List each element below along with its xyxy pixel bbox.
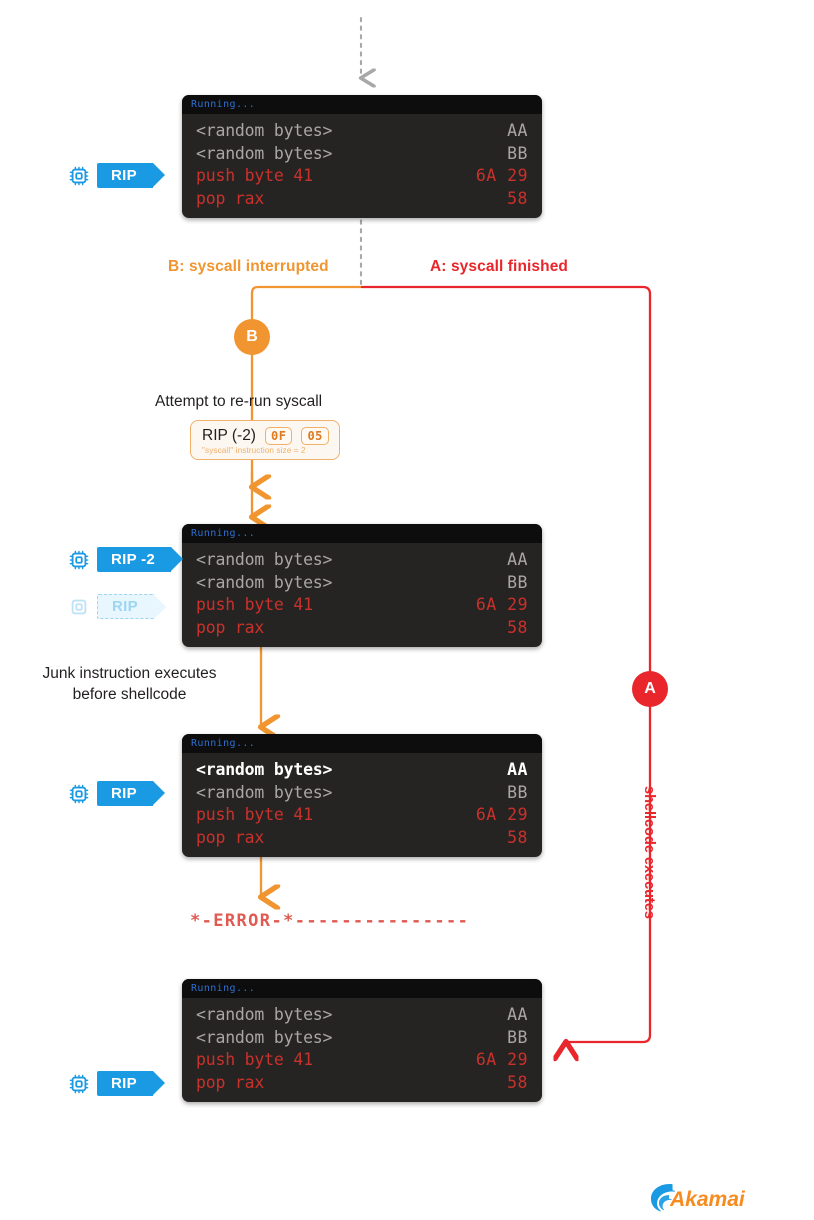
code-hex: AA — [507, 1005, 528, 1024]
code-hex: AA — [507, 550, 528, 569]
badge-b: B — [234, 319, 270, 355]
hex-byte-0f: 0F — [264, 427, 293, 445]
code-hex: AA — [507, 121, 528, 140]
badge-a: A — [632, 671, 668, 707]
code-hex: 6A 29 — [475, 805, 528, 825]
code-instruction: <random bytes> — [196, 550, 333, 569]
cpu-chip-icon — [68, 783, 90, 805]
terminal-junk-executes: Running... <random bytes> AA <random byt… — [182, 734, 542, 858]
code-row: <random bytes> BB — [196, 143, 528, 166]
code-hex: 6A 29 — [475, 166, 528, 186]
cpu-chip-icon — [68, 165, 90, 187]
cpu-chip-icon — [68, 596, 90, 618]
code-hex: 58 — [507, 617, 528, 637]
code-row: push byte 41 6A 29 — [196, 594, 528, 617]
rip-detail-box: RIP (-2) 0F 05 "syscall" instruction siz… — [190, 420, 340, 460]
code-instruction: pop rax — [196, 188, 265, 208]
rip-marker-2: RIP -2 — [68, 547, 184, 572]
terminal-body: <random bytes> AA <random bytes> BB push… — [182, 114, 542, 218]
akamai-logo: Akamai — [648, 1180, 760, 1219]
code-instruction: <random bytes> — [196, 1005, 333, 1024]
cpu-chip-icon — [68, 1073, 90, 1095]
terminal-titlebar: Running... — [182, 979, 542, 998]
cpu-chip-icon — [68, 549, 90, 571]
rip-flag-ghost: RIP — [97, 594, 166, 619]
code-row: <random bytes> AA — [196, 549, 528, 572]
code-instruction: <random bytes> — [196, 760, 333, 779]
rip-marker-3: RIP — [68, 781, 165, 806]
code-instruction: push byte 41 — [196, 595, 313, 615]
code-instruction: pop rax — [196, 617, 265, 637]
code-instruction: push byte 41 — [196, 1050, 313, 1070]
rip-marker-4: RIP — [68, 1071, 165, 1096]
code-instruction: <random bytes> — [196, 782, 333, 802]
code-row: <random bytes> BB — [196, 1027, 528, 1050]
terminal-shellcode-executes: Running... <random bytes> AA <random byt… — [182, 979, 542, 1103]
rip-flag: RIP -2 — [97, 547, 184, 572]
code-instruction: pop rax — [196, 827, 265, 847]
code-hex: 58 — [507, 1072, 528, 1092]
terminal-body: <random bytes> AA <random bytes> BB push… — [182, 543, 542, 647]
code-row: <random bytes> AA — [196, 1004, 528, 1027]
code-instruction: push byte 41 — [196, 805, 313, 825]
code-hex: 58 — [507, 188, 528, 208]
code-row: <random bytes> AA — [196, 759, 528, 782]
rip-marker-2-ghost: RIP — [68, 594, 166, 619]
code-instruction: <random bytes> — [196, 143, 333, 163]
code-row: push byte 41 6A 29 — [196, 165, 528, 188]
code-instruction: pop rax — [196, 1072, 265, 1092]
code-instruction: push byte 41 — [196, 166, 313, 186]
rip-detail-caption: "syscall" instruction size = 2 — [202, 446, 306, 455]
code-instruction: <random bytes> — [196, 572, 333, 592]
code-hex: BB — [507, 782, 528, 802]
branch-b-label: B: syscall interrupted — [168, 258, 329, 275]
junk-instruction-label: Junk instruction executes before shellco… — [32, 663, 227, 705]
code-row: <random bytes> BB — [196, 572, 528, 595]
rip-detail-top: RIP (-2) 0F 05 — [202, 427, 329, 445]
code-row: <random bytes> BB — [196, 782, 528, 805]
rip-flag: RIP — [97, 1071, 165, 1096]
attempt-rerun-label: Attempt to re-run syscall — [155, 393, 323, 410]
code-row: pop rax 58 — [196, 188, 528, 211]
terminal-body: <random bytes> AA <random bytes> BB push… — [182, 998, 542, 1102]
code-row: <random bytes> AA — [196, 120, 528, 143]
rip-marker-1: RIP — [68, 163, 165, 188]
code-instruction: <random bytes> — [196, 121, 333, 140]
terminal-rip-minus-2: Running... <random bytes> AA <random byt… — [182, 524, 542, 648]
rip-detail-label: RIP (-2) — [202, 427, 256, 444]
terminal-titlebar: Running... — [182, 734, 542, 753]
junk-instruction-line-2: before shellcode — [72, 686, 187, 703]
code-hex: 6A 29 — [475, 595, 528, 615]
code-hex: AA — [507, 760, 528, 779]
rip-flag: RIP — [97, 163, 165, 188]
rip-flag: RIP — [97, 781, 165, 806]
code-row: push byte 41 6A 29 — [196, 1049, 528, 1072]
terminal-titlebar: Running... — [182, 524, 542, 543]
code-row: pop rax 58 — [196, 617, 528, 640]
code-hex: BB — [507, 572, 528, 592]
akamai-wordmark: Akamai — [669, 1188, 746, 1211]
code-row: pop rax 58 — [196, 1072, 528, 1095]
code-hex: BB — [507, 143, 528, 163]
terminal-body: <random bytes> AA <random bytes> BB push… — [182, 753, 542, 857]
code-hex: 58 — [507, 827, 528, 847]
code-instruction: <random bytes> — [196, 1027, 333, 1047]
akamai-swoosh-icon — [650, 1184, 676, 1212]
code-hex: BB — [507, 1027, 528, 1047]
code-hex: 6A 29 — [475, 1050, 528, 1070]
error-line: *-ERROR-*--------------- — [190, 911, 470, 931]
shellcode-executes-label: shellcode executes — [641, 786, 657, 919]
code-row: push byte 41 6A 29 — [196, 804, 528, 827]
hex-byte-05: 05 — [301, 427, 329, 445]
code-row: pop rax 58 — [196, 827, 528, 850]
terminal-titlebar: Running... — [182, 95, 542, 114]
branch-a-label: A: syscall finished — [430, 258, 569, 275]
terminal-initial: Running... <random bytes> AA <random byt… — [182, 95, 542, 219]
junk-instruction-line-1: Junk instruction executes — [42, 665, 217, 682]
